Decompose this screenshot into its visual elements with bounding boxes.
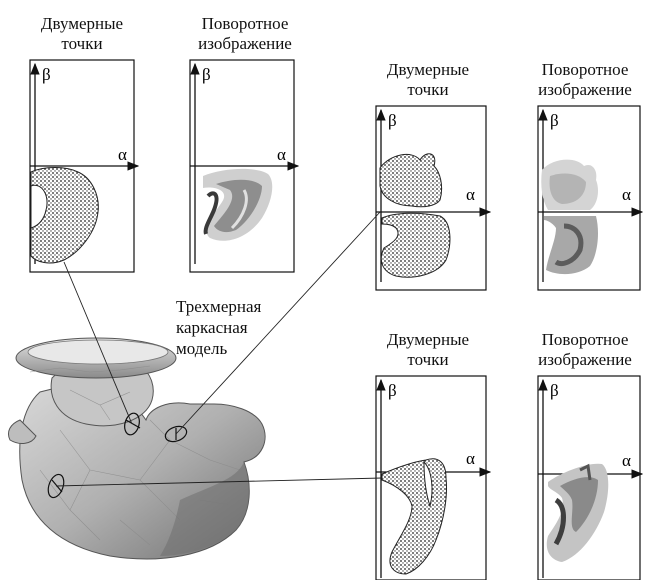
panel-image-1: β α [190,60,298,272]
alpha-label-5: α [466,449,475,468]
panel-points-2: β α [376,106,490,290]
point-cloud-2b [381,213,450,277]
beta-label-4: β [550,111,559,130]
alpha-label-1: α [118,145,127,164]
panel-image-2: β α [538,106,642,290]
model-label-line2: каркасная [176,317,261,338]
model-label: Трехмерная каркасная модель [176,296,261,359]
beta-label-5: β [388,381,397,400]
beta-label-1: β [42,65,51,84]
alpha-label-4: α [622,185,631,204]
model-label-line3: модель [176,338,261,359]
beta-label-6: β [550,381,559,400]
panel-points-1: β α [30,60,138,272]
panel-image-3: β α [538,376,642,580]
alpha-label-3: α [466,185,475,204]
alpha-label-6: α [622,451,631,470]
point-cloud-3 [382,459,447,574]
model-label-line1: Трехмерная [176,296,261,317]
mesh-model [8,338,265,559]
alpha-label-2: α [277,145,286,164]
panel-points-3: β α [376,376,490,580]
beta-label-2: β [202,65,211,84]
beta-label-3: β [388,111,397,130]
point-cloud-2a [380,154,442,207]
